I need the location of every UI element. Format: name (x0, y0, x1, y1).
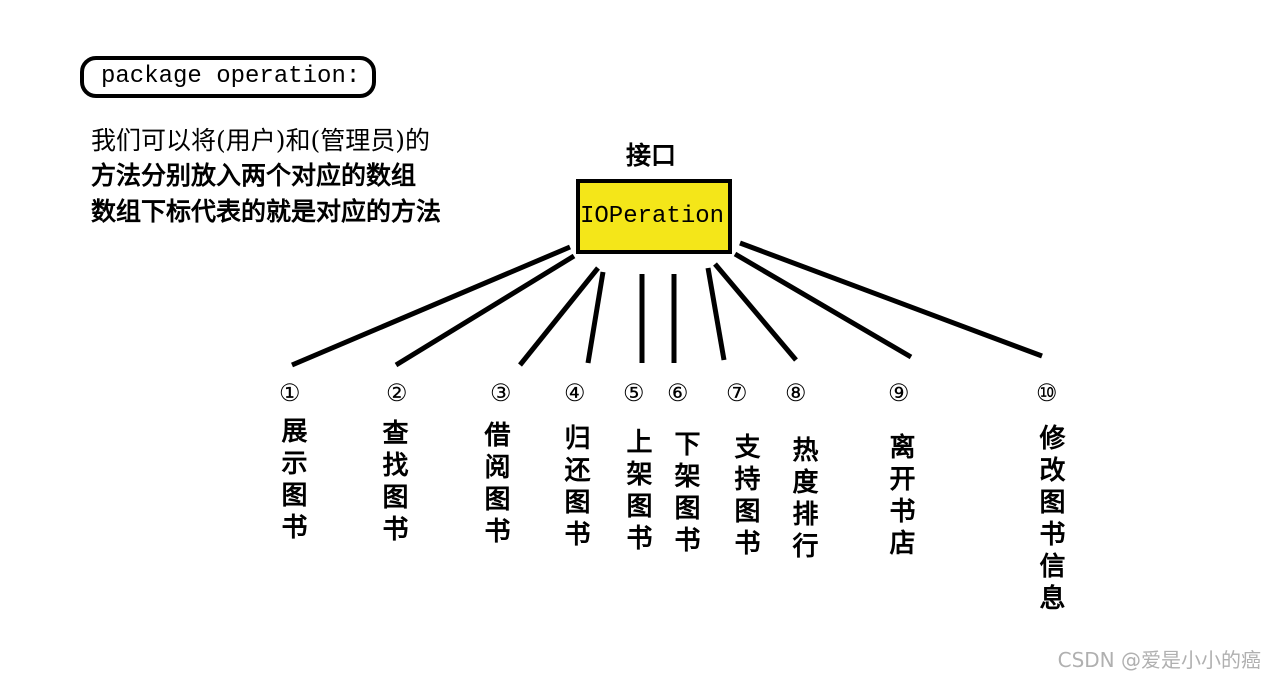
operation-number-7: ⑦ (726, 379, 748, 407)
operation-label-10: 修改图书信息 (1035, 424, 1065, 616)
operation-number-6: ⑥ (667, 379, 689, 407)
connector-line-10 (739, 240, 1043, 359)
connector-line-7 (705, 267, 727, 361)
interface-label: 接口 (626, 141, 677, 170)
operation-number-1: ① (279, 379, 301, 407)
operation-number-4: ④ (564, 379, 586, 407)
operation-label-8: 热度排行 (788, 436, 818, 564)
operation-number-9: ⑨ (888, 379, 910, 407)
operation-label-1: 展示图书 (277, 417, 307, 545)
operation-label-4: 归还图书 (560, 424, 590, 552)
connector-line-3 (518, 266, 600, 367)
watermark: CSDN @爱是小小的癌 (1057, 648, 1261, 672)
operation-label-2: 查找图书 (378, 419, 408, 547)
operation-number-3: ③ (490, 379, 512, 407)
description-line-3: 数组下标代表的就是对应的方法 (91, 197, 442, 226)
operation-number-10: ⑩ (1036, 379, 1058, 407)
operation-label-3: 借阅图书 (480, 421, 510, 549)
package-title-box: package operation: (80, 56, 376, 98)
description-line-2: 方法分别放入两个对应的数组 (91, 161, 417, 190)
package-title: package operation: (101, 63, 361, 90)
connector-line-1 (291, 244, 571, 368)
operation-label-7: 支持图书 (730, 433, 760, 561)
operation-number-2: ② (386, 379, 408, 407)
operation-label-6: 下架图书 (670, 430, 700, 558)
operation-number-8: ⑧ (785, 379, 807, 407)
operation-label-9: 离开书店 (885, 433, 915, 561)
connector-line-2 (394, 253, 576, 368)
description-line-1: 我们可以将(用户)和(管理员)的 (91, 126, 431, 155)
connector-line-8 (713, 262, 798, 362)
connector-line-4 (585, 271, 606, 364)
interface-box: IOPeration (576, 179, 732, 254)
operation-number-5: ⑤ (623, 379, 645, 407)
connector-line-9 (733, 251, 913, 360)
interface-name: IOPeration (580, 203, 725, 230)
operation-label-5: 上架图书 (622, 428, 652, 556)
